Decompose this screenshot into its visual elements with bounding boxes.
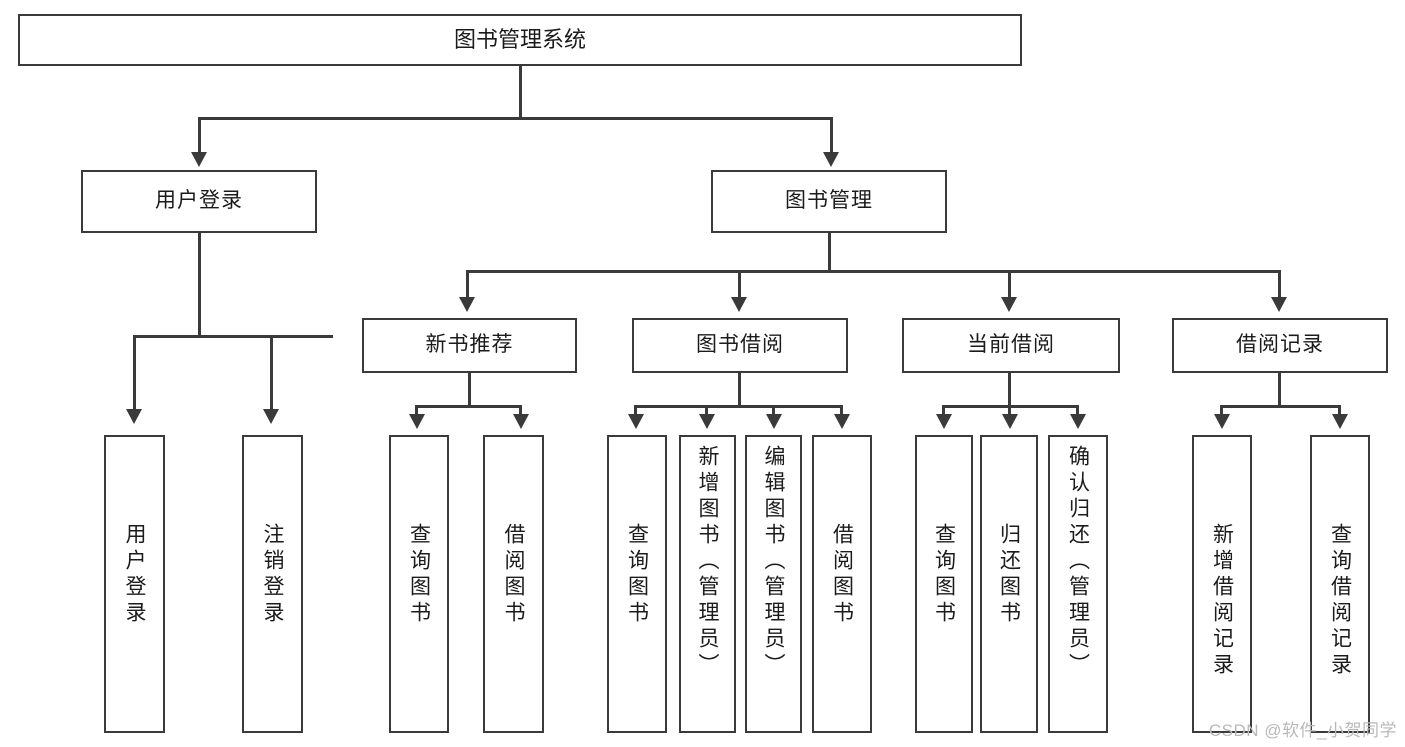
edge-user-login-stem [198, 233, 201, 335]
edge-br-bus [1220, 405, 1340, 408]
arrow-bm-to-book-borrow [731, 297, 747, 312]
node-label: 图书借阅 [696, 333, 784, 357]
edge-user-login-bus [133, 335, 333, 338]
arrow-cb-to-leaf-3 [1070, 414, 1086, 429]
edge-cb-to-leaf-1 [942, 405, 945, 417]
leaf-label: 注销登录 [261, 523, 284, 627]
leaf-label: 查询图书 [932, 523, 956, 627]
edge-bb-to-leaf-3 [772, 405, 775, 417]
leaf-add-borrow-record[interactable]: 新增借阅记录 [1192, 435, 1252, 733]
leaf-query-books-borrow[interactable]: 查询图书 [607, 435, 667, 733]
node-book-borrow[interactable]: 图书借阅 [632, 318, 848, 373]
leaf-logout[interactable]: 注销登录 [242, 435, 303, 733]
node-borrow-record[interactable]: 借阅记录 [1172, 318, 1388, 373]
edge-br-stem [1278, 373, 1281, 405]
arrow-br-to-leaf-2 [1332, 414, 1348, 429]
arrow-nbr-to-leaf-1 [409, 414, 425, 429]
edge-bb-stem [738, 373, 741, 405]
arrow-bb-to-leaf-3 [766, 414, 782, 429]
leaf-label: 查询图书 [625, 523, 649, 627]
leaf-edit-book-admin[interactable]: 编辑图书（管理员） [745, 435, 802, 733]
leaf-return-books[interactable]: 归还图书 [980, 435, 1038, 733]
edge-cb-to-leaf-2 [1008, 405, 1011, 417]
edge-cb-to-leaf-3 [1076, 405, 1079, 417]
leaf-user-login[interactable]: 用户登录 [104, 435, 165, 733]
arrow-bm-to-new-book [459, 297, 475, 312]
node-label: 新书推荐 [425, 333, 514, 357]
edge-bm-to-new-book [466, 270, 469, 298]
arrow-user-login-to-leaf-1 [126, 409, 142, 424]
edge-cb-stem [1008, 373, 1011, 405]
leaf-query-books-current[interactable]: 查询图书 [915, 435, 973, 733]
edge-nbr-bus [415, 405, 521, 408]
edge-root-to-user-login [198, 117, 201, 153]
arrow-cb-to-leaf-1 [936, 414, 952, 429]
leaf-label: 编辑图书（管理员） [762, 445, 785, 679]
edge-nbr-stem [468, 373, 471, 405]
node-new-book-recommend[interactable]: 新书推荐 [362, 318, 577, 373]
leaf-borrow-books-borrow[interactable]: 借阅图书 [812, 435, 872, 733]
node-label: 图书管理 [785, 189, 873, 213]
edge-root-bus [198, 117, 832, 120]
arrow-bb-to-leaf-2 [699, 414, 715, 429]
edge-br-to-leaf-2 [1338, 405, 1341, 417]
node-label: 用户登录 [155, 189, 243, 213]
edge-bm-to-book-borrow [738, 270, 741, 298]
edge-bb-to-leaf-2 [705, 405, 708, 417]
edge-bb-to-leaf-1 [634, 405, 637, 417]
edge-root-stem [519, 66, 522, 117]
node-label: 图书管理系统 [453, 27, 586, 53]
arrow-bb-to-leaf-4 [834, 414, 850, 429]
node-book-management[interactable]: 图书管理 [711, 170, 947, 233]
node-label: 借阅记录 [1236, 333, 1324, 357]
arrow-user-login-to-leaf-2 [263, 409, 279, 424]
leaf-confirm-return-admin[interactable]: 确认归还（管理员） [1048, 435, 1108, 733]
leaf-label: 用户登录 [123, 523, 146, 627]
arrow-bm-to-borrow-record [1271, 297, 1287, 312]
edge-bb-bus [634, 405, 842, 408]
edge-root-to-book-management [830, 117, 833, 153]
leaf-label: 查询借阅记录 [1328, 523, 1352, 679]
arrow-root-to-user-login [191, 152, 207, 167]
leaf-borrow-books-recommend[interactable]: 借阅图书 [483, 435, 544, 733]
arrow-cb-to-leaf-2 [1002, 414, 1018, 429]
arrow-nbr-to-leaf-2 [513, 414, 529, 429]
edge-user-login-to-leaf-2 [270, 335, 273, 410]
leaf-label: 新增图书（管理员） [696, 445, 719, 679]
edge-bm-to-current-borrow [1008, 270, 1011, 298]
edge-book-management-bus [466, 270, 1280, 273]
leaf-label: 新增借阅记录 [1210, 523, 1234, 679]
leaf-query-books-recommend[interactable]: 查询图书 [389, 435, 449, 733]
node-user-login[interactable]: 用户登录 [81, 170, 317, 233]
arrow-root-to-book-management [823, 152, 839, 167]
node-current-borrow[interactable]: 当前借阅 [902, 318, 1120, 373]
leaf-label: 借阅图书 [830, 523, 854, 627]
edge-bb-to-leaf-4 [840, 405, 843, 417]
arrow-br-to-leaf-1 [1214, 414, 1230, 429]
leaf-label: 借阅图书 [502, 523, 525, 627]
watermark: CSDN @软件_小贺同学 [1208, 721, 1397, 740]
node-root-book-management-system[interactable]: 图书管理系统 [18, 14, 1022, 66]
leaf-label: 查询图书 [407, 523, 431, 627]
arrow-bm-to-current-borrow [1001, 297, 1017, 312]
edge-nbr-to-leaf-1 [415, 405, 418, 417]
arrow-bb-to-leaf-1 [628, 414, 644, 429]
edge-br-to-leaf-1 [1220, 405, 1223, 417]
leaf-label: 确认归还（管理员） [1066, 445, 1090, 679]
leaf-query-borrow-record[interactable]: 查询借阅记录 [1310, 435, 1370, 733]
leaf-add-book-admin[interactable]: 新增图书（管理员） [679, 435, 736, 733]
edge-user-login-to-leaf-1 [133, 335, 136, 410]
node-label: 当前借阅 [967, 333, 1055, 357]
edge-book-management-stem [828, 233, 831, 270]
leaf-label: 归还图书 [997, 523, 1021, 627]
edge-bm-to-borrow-record [1278, 270, 1281, 298]
edge-nbr-to-leaf-2 [519, 405, 522, 417]
